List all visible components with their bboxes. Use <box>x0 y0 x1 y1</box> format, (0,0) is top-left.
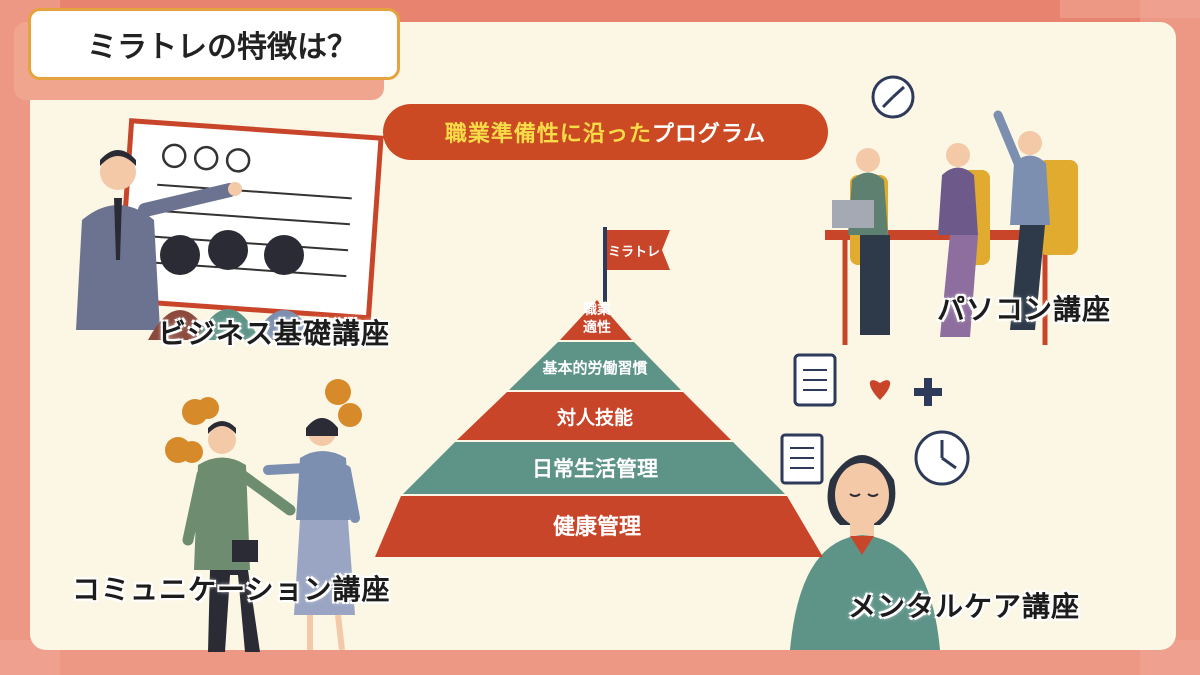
relaxed-woman-clock-heart-illustration <box>780 353 970 650</box>
pyramid-level-1 <box>560 300 632 340</box>
flag-label: ミラトレ <box>608 245 660 260</box>
skills-pyramid: ミラトレ 職業 適性 基本的労働習慣 対人技能 日常生活管理 健康管理 <box>375 227 823 557</box>
course-label-business: ビジネス基礎講座 <box>158 317 391 350</box>
pyramid-level-5 <box>375 496 823 557</box>
pyramid-level-2-label: 基本的労働習慣 <box>541 359 647 377</box>
office-meeting-laptops-illustration <box>825 75 1078 345</box>
pyramid-level-2 <box>509 342 681 390</box>
pyramid-level-5-label: 健康管理 <box>553 514 641 540</box>
program-pill: 職業準備性に沿ったプログラム <box>383 104 828 160</box>
pyramid-level-1-line2: 適性 <box>583 319 611 336</box>
pyramid-level-3 <box>457 392 731 440</box>
pyramid-level-3-label: 対人技能 <box>556 406 633 429</box>
program-pill-highlight: 職業準備性に沿った <box>444 122 652 147</box>
course-label-mental: メンタルケア講座 <box>848 590 1081 623</box>
page-title: ミラトレの特徴は？ <box>28 8 400 80</box>
course-label-communication: コミュニケーション講座 <box>72 573 391 606</box>
pyramid-level-1-line1: 職業 <box>583 301 612 318</box>
two-people-talking-illustration <box>165 379 362 652</box>
flag <box>607 230 670 270</box>
presentation-whiteboard-illustration <box>76 118 384 340</box>
pyramid-level-4 <box>403 442 785 494</box>
course-label-pc: パソコン講座 <box>937 293 1112 326</box>
program-pill-text: プログラム <box>651 122 767 147</box>
pyramid-level-4-label: 日常生活管理 <box>532 457 658 481</box>
